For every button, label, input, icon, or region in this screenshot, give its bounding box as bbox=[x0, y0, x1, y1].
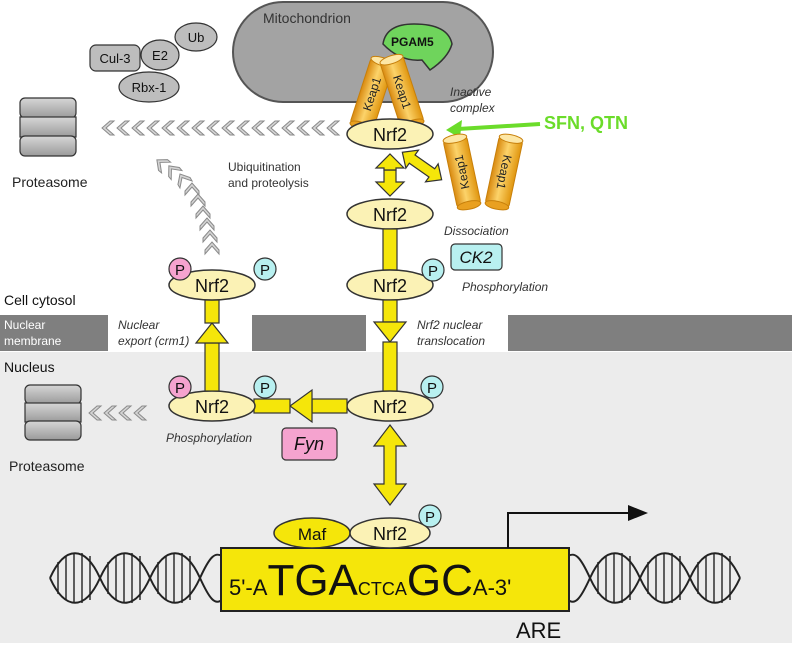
are-label: ARE bbox=[516, 618, 561, 643]
phospho-p-cyan bbox=[420, 375, 444, 399]
phospho-p-cyan bbox=[253, 257, 277, 281]
keap1-right-tube: Keap1 bbox=[378, 51, 426, 133]
phospho-p-cyan bbox=[418, 504, 442, 528]
nrf2-translocation-label-2: translocation bbox=[417, 334, 485, 348]
phospho-p-cyan bbox=[253, 375, 277, 399]
seq-tga: TGA bbox=[267, 556, 358, 605]
nrf2-label: Nrf2 bbox=[195, 397, 229, 417]
ck2-box bbox=[450, 243, 503, 271]
maf-label: Maf bbox=[298, 525, 327, 544]
p-label: P bbox=[260, 262, 270, 279]
inactive-complex-label-2: complex bbox=[450, 101, 496, 115]
mitochondrion-label: Mitochondrion bbox=[263, 10, 351, 26]
p-label: P bbox=[427, 380, 437, 397]
ub-protein bbox=[174, 22, 218, 52]
proteasome-cytosol bbox=[19, 97, 77, 157]
nuclear-membrane bbox=[0, 315, 792, 351]
fyn-box bbox=[281, 427, 338, 461]
degradation-chevrons-top bbox=[101, 120, 340, 136]
keap1-dissociated-left: Keap1 bbox=[441, 131, 483, 213]
nrf2-translocation-label-1: Nrf2 nuclear bbox=[417, 318, 483, 332]
phospho-p-pink bbox=[168, 257, 192, 281]
seq-5prime: 5'-A bbox=[229, 575, 268, 600]
nrf2-exported bbox=[168, 269, 256, 301]
are-sequence: 5'-ATGACTCAGCA-3' bbox=[229, 556, 511, 605]
proteasome-label-nucleus: Proteasome bbox=[9, 458, 85, 474]
phospho-p-cyan bbox=[421, 258, 445, 282]
nrf2-label: Nrf2 bbox=[373, 205, 407, 225]
nrf2-are-bound bbox=[349, 517, 431, 549]
double-arrow-vertical-top bbox=[374, 153, 406, 197]
nrf2-complex bbox=[346, 118, 434, 150]
proteasome-nucleus bbox=[24, 384, 82, 441]
p-label: P bbox=[260, 380, 270, 397]
sfn-qtn-arrow bbox=[457, 122, 541, 131]
keap1-dissociated-right: Keap1 bbox=[483, 131, 525, 213]
p-label: P bbox=[175, 262, 185, 279]
dissociation-label: Dissociation bbox=[444, 224, 509, 238]
ck2-label: CK2 bbox=[459, 248, 493, 267]
phospho-p-pink bbox=[168, 375, 192, 399]
dna-helix bbox=[49, 552, 741, 604]
nuclear-export-arrow bbox=[194, 299, 230, 392]
nuclear-export-label-2: export (crm1) bbox=[118, 334, 189, 348]
pgam5 bbox=[382, 23, 453, 72]
e3-ligase-complex: Ub Cul-3 E2 Rbx-1 bbox=[89, 22, 218, 103]
fyn-phosphorylation-arrow bbox=[253, 388, 348, 424]
transcription-arrow bbox=[507, 505, 648, 548]
keap1-left-tube: Keap1 bbox=[348, 53, 396, 135]
p-label: P bbox=[428, 263, 438, 280]
e2-protein bbox=[140, 39, 180, 71]
cul3-label: Cul-3 bbox=[99, 51, 130, 66]
phosphorylation-label-fyn: Phosphorylation bbox=[166, 431, 252, 445]
ub-label: Ub bbox=[188, 30, 205, 45]
nrf2-label: Nrf2 bbox=[373, 397, 407, 417]
sfn-qtn-label: SFN, QTN bbox=[544, 113, 628, 133]
proteasome-label-top: Proteasome bbox=[12, 174, 88, 190]
ubiquitination-label-1: Ubiquitination bbox=[228, 160, 301, 174]
pathway-bar bbox=[382, 228, 398, 271]
cul3-protein bbox=[89, 44, 141, 72]
rbx1-protein bbox=[118, 71, 180, 103]
degradation-chevrons-up bbox=[151, 153, 220, 255]
nuclear-export-label-1: Nuclear bbox=[118, 318, 160, 332]
nuclear-membrane-label-1: Nuclear bbox=[4, 318, 45, 332]
double-arrow-are bbox=[372, 424, 408, 506]
seq-3prime: A-3' bbox=[473, 575, 511, 600]
nuclear-translocation-arrow bbox=[372, 299, 408, 394]
nrf2-label: Nrf2 bbox=[373, 276, 407, 296]
p-label: P bbox=[425, 509, 435, 526]
ubiquitination-label-2: and proteolysis bbox=[228, 176, 309, 190]
inactive-complex-label-1: Inactive bbox=[450, 85, 492, 99]
phosphorylation-label-ck2: Phosphorylation bbox=[462, 280, 548, 294]
nucleus-label: Nucleus bbox=[4, 359, 55, 375]
double-arrow-diagonal bbox=[401, 149, 443, 183]
p-label: P bbox=[175, 380, 185, 397]
seq-gc: GC bbox=[407, 556, 473, 605]
nrf2-label: Nrf2 bbox=[195, 276, 229, 296]
nrf2-label: Nrf2 bbox=[373, 125, 407, 145]
fyn-label: Fyn bbox=[294, 434, 324, 454]
rbx1-label: Rbx-1 bbox=[132, 80, 167, 95]
e2-label: E2 bbox=[152, 48, 168, 63]
nrf2-label: Nrf2 bbox=[373, 524, 407, 544]
nuclear-membrane-label-2: membrane bbox=[4, 334, 62, 348]
cell-cytosol-label: Cell cytosol bbox=[4, 292, 76, 308]
seq-ctca: CTCA bbox=[358, 579, 407, 599]
pgam5-label: PGAM5 bbox=[391, 35, 434, 49]
